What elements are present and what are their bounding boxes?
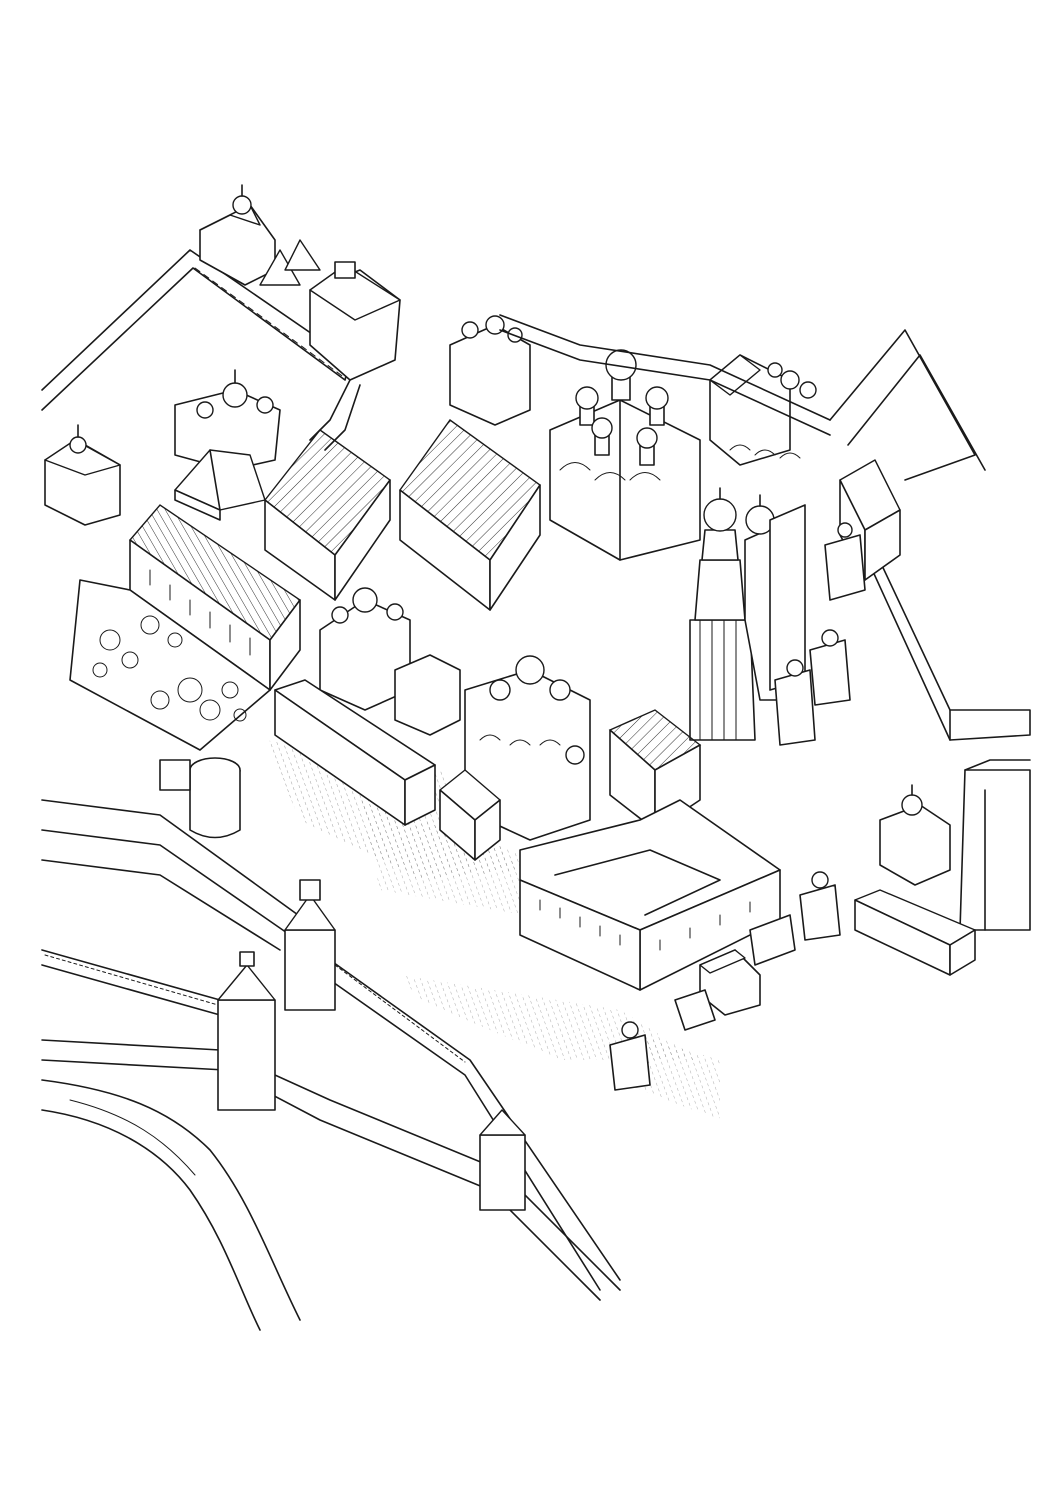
river-tower-1 [284, 879, 336, 1011]
long-palace [128, 504, 302, 691]
palace-pyramid-roof [174, 449, 266, 521]
assumption-cathedral [549, 349, 701, 561]
small-houses-south [674, 914, 796, 1031]
top-small-roofs [259, 239, 321, 286]
inner-wall-left [309, 379, 361, 451]
east-wall [829, 329, 1031, 741]
left-chapel-small [44, 424, 121, 526]
top-gate-building [309, 261, 401, 381]
courtyard-building [519, 799, 781, 991]
north-wall [41, 249, 351, 411]
central-palace-hatched [399, 419, 541, 611]
top-palace-block [199, 184, 276, 286]
small-churches-near-tower [774, 629, 851, 746]
river-wall [41, 799, 621, 1301]
church-cluster-centre-left [319, 587, 461, 736]
long-low-building [274, 679, 436, 826]
river [41, 1079, 301, 1331]
east-gatehouse [854, 889, 976, 976]
river-tower-2 [217, 951, 276, 1111]
right-lower-chapel [799, 871, 841, 941]
small-chapel-south [609, 1021, 651, 1091]
east-gate-block [959, 759, 1031, 931]
terem-palace [174, 369, 281, 471]
annunciation-church [449, 315, 531, 426]
palace-hatched-roof-1 [264, 429, 391, 601]
garden-courtyard [69, 579, 271, 751]
inner-wall-top [499, 314, 831, 436]
bell-tower [689, 487, 806, 741]
right-small-church [879, 784, 951, 886]
small-house-left-of-cathedral [439, 769, 501, 861]
corner-round-tower [159, 757, 241, 839]
small-chapel-right [824, 522, 866, 601]
river-tower-3 [479, 1109, 526, 1211]
